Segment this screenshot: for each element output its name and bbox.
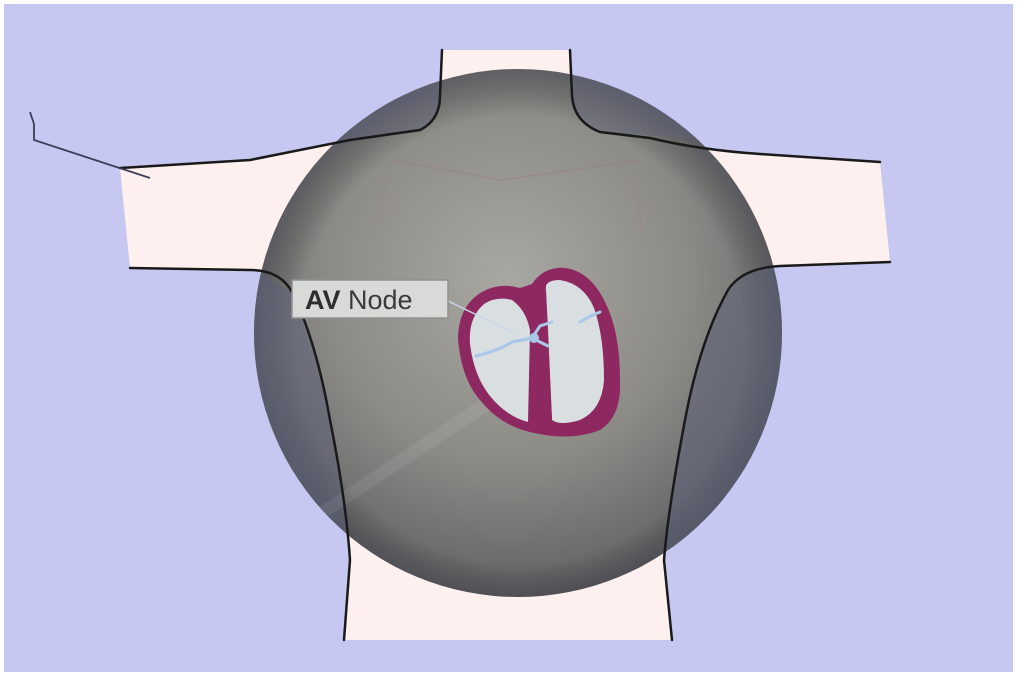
av-node-label-bold: AV [305, 285, 341, 315]
av-node [529, 333, 539, 343]
av-node-label-rest: Node [341, 285, 413, 315]
av-node-label-text: AV Node [305, 285, 413, 315]
av-node-label: AV Node [292, 280, 448, 318]
